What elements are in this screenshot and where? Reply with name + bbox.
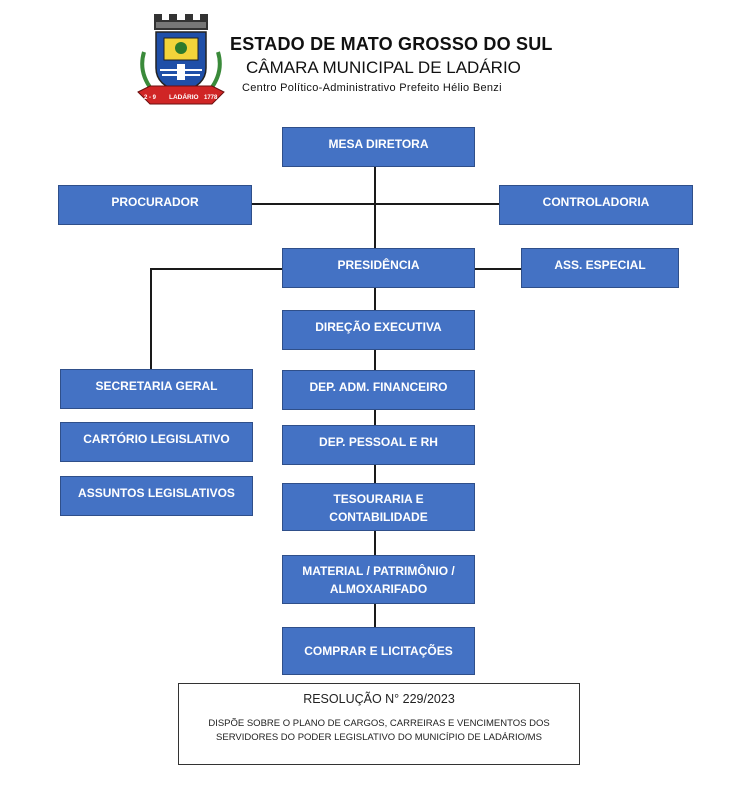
crest-ribbon-center: LADÁRIO [169,92,199,101]
box-ass-especial: ASS. ESPECIAL [521,248,679,288]
tesouraria-line-2: CONTABILIDADE [329,510,428,524]
crest-ribbon-right: 1778 [204,95,218,101]
connector-line [474,268,522,270]
box-tesouraria-contabilidade: TESOURARIA E CONTABILIDADE [282,483,475,531]
resolution-description: DISPÕE SOBRE O PLANO DE CARGOS, CARREIRA… [189,717,569,745]
center-subtitle: Centro Político-Administrativo Prefeito … [242,82,502,94]
box-dep-adm-financeiro: DEP. ADM. FINANCEIRO [282,370,475,410]
connector-line [252,203,500,205]
box-assuntos-legislativos: ASSUNTOS LEGISLATIVOS [60,476,253,516]
box-presidencia: PRESIDÊNCIA [282,248,475,288]
connector-line [374,166,376,248]
chamber-title: CÂMARA MUNICIPAL DE LADÁRIO [246,58,521,77]
material-line-1: MATERIAL / PATRIMÔNIO / [302,564,455,578]
resolution-title: RESOLUÇÃO N° 229/2023 [303,692,455,706]
material-line-2: ALMOXARIFADO [329,582,428,596]
box-material-patrimonio: MATERIAL / PATRIMÔNIO / ALMOXARIFADO [282,555,475,604]
resolution-box: RESOLUÇÃO N° 229/2023 DISPÕE SOBRE O PLA… [178,683,580,765]
box-direcao-executiva: DIREÇÃO EXECUTIVA [282,310,475,350]
box-controladoria: CONTROLADORIA [499,185,693,225]
connector-line [150,268,152,370]
resolution-line-1: DISPÕE SOBRE O PLANO DE CARGOS, CARREIRA… [208,718,550,729]
crest-ribbon-left: 2 - 9 [144,95,157,101]
connector-line [150,268,282,270]
tesouraria-line-1: TESOURARIA E [333,492,424,506]
compras-label: COMPRAR E LICITAÇÕES [304,644,453,658]
box-cartorio-legislativo: CARTÓRIO LEGISLATIVO [60,422,253,462]
box-mesa-diretora: MESA DIRETORA [282,127,475,167]
box-secretaria-geral: SECRETARIA GERAL [60,369,253,409]
box-compras-licitacoes: COMPRAR E LICITAÇÕES [282,627,475,675]
box-dep-pessoal-rh: DEP. PESSOAL E RH [282,425,475,465]
state-title: ESTADO DE MATO GROSSO DO SUL [230,34,553,54]
municipal-crest-logo: 2 - 9 LADÁRIO 1778 [137,14,225,105]
box-procurador: PROCURADOR [58,185,252,225]
resolution-line-2: SERVIDORES DO PODER LEGISLATIVO DO MUNIC… [216,732,542,743]
